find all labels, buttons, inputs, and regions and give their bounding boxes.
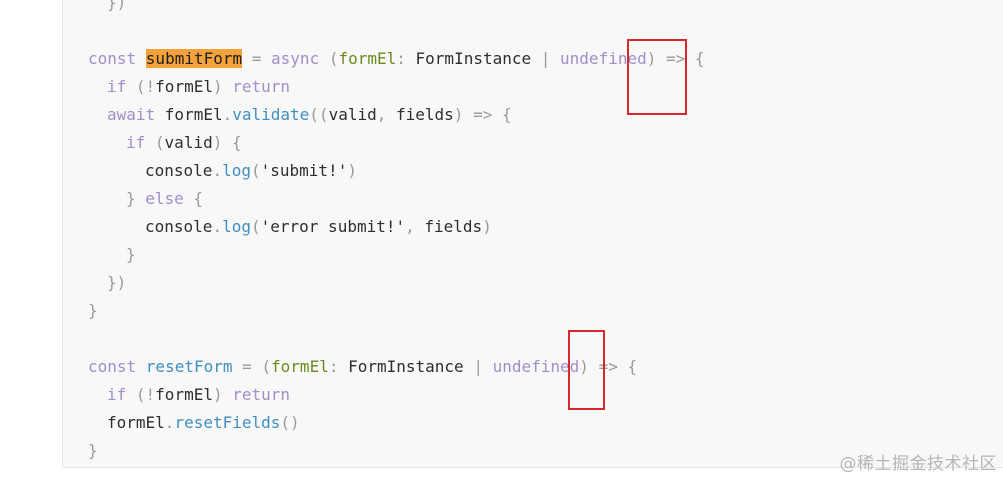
code-token: resetForm [145, 357, 233, 376]
watermark: @稀土掘金技术社区 [839, 454, 997, 474]
code-token: await [107, 105, 165, 124]
code-token: return [232, 77, 291, 96]
code-line: } [88, 241, 705, 269]
code-line: console.log('error submit!', fields) [88, 213, 705, 241]
code-line: }) [88, 269, 705, 297]
code-token: } [126, 189, 146, 208]
code-token: log [222, 217, 251, 236]
code-token: . [164, 413, 175, 432]
code-block: }) const submitForm = async (formEl: For… [62, 0, 1003, 468]
code-line: } [88, 437, 705, 465]
code-line: } [88, 297, 705, 325]
code-token: () [280, 413, 300, 432]
code-line [88, 17, 705, 45]
code-token: const [88, 357, 146, 376]
code-line: const submitForm = async (formEl: FormIn… [88, 45, 705, 73]
code-token: . [212, 161, 223, 180]
code-token: formEl [338, 49, 397, 68]
code-content: }) const submitForm = async (formEl: For… [88, 0, 705, 465]
code-token: if [107, 77, 136, 96]
code-token: }) [107, 0, 127, 12]
code-token: (! [135, 77, 156, 96]
code-token: fields [424, 217, 483, 236]
code-token: if [107, 385, 136, 404]
code-token: ) => { [646, 49, 705, 68]
code-token: }) [107, 273, 127, 292]
code-token: async [271, 49, 329, 68]
code-token: } [88, 441, 98, 460]
code-token: fields [396, 105, 454, 124]
code-token: valid [164, 133, 213, 152]
code-token: = [242, 49, 272, 68]
code-token: resetFields [174, 413, 281, 432]
code-line: formEl.resetFields() [88, 409, 705, 437]
code-token: log [222, 161, 251, 180]
code-token: undefined [560, 49, 647, 68]
code-token: . [222, 105, 233, 124]
code-token: (! [135, 385, 156, 404]
code-token: return [232, 385, 291, 404]
code-token: formEl [271, 357, 329, 376]
code-token: , [376, 105, 396, 124]
code-token: ) [212, 77, 233, 96]
code-token: console [145, 161, 213, 180]
code-token: ( [154, 133, 165, 152]
code-token: ) [482, 217, 492, 236]
code-token: formEl [107, 413, 165, 432]
code-line: if (!formEl) return [88, 381, 705, 409]
code-token: ( [250, 217, 261, 236]
code-token: formEl [155, 385, 213, 404]
code-line: if (valid) { [88, 129, 705, 157]
code-token: 'submit!' [260, 161, 348, 180]
code-token: else [145, 189, 184, 208]
code-token: ( [250, 161, 261, 180]
code-token: ) [347, 161, 357, 180]
code-line: const resetForm = (formEl: FormInstance … [88, 353, 705, 381]
code-token: | [531, 49, 561, 68]
code-token: . [212, 217, 223, 236]
code-token: validate [232, 105, 310, 124]
code-token: : [396, 49, 416, 68]
code-token: undefined [492, 357, 580, 376]
code-token: console [145, 217, 213, 236]
code-token: } [88, 301, 98, 320]
code-token: , [405, 217, 425, 236]
code-token: } [126, 245, 136, 264]
code-token: (( [309, 105, 329, 124]
code-token: formEl [164, 105, 223, 124]
code-line [88, 325, 705, 353]
code-line: if (!formEl) return [88, 73, 705, 101]
code-token: 'error submit!' [260, 217, 406, 236]
code-token: formEl [155, 77, 213, 96]
code-token: FormInstance [348, 357, 464, 376]
code-token: { [183, 189, 204, 208]
code-token: | [463, 357, 493, 376]
code-line: } else { [88, 185, 705, 213]
code-line: }) [88, 0, 705, 17]
code-line: await formEl.validate((valid, fields) =>… [88, 101, 705, 129]
code-token: valid [328, 105, 377, 124]
code-token: ) => { [579, 357, 638, 376]
code-token: const [88, 49, 146, 68]
code-token: = ( [232, 357, 272, 376]
code-token: ) [212, 385, 233, 404]
code-token: ) { [212, 133, 242, 152]
code-token: if [126, 133, 155, 152]
code-token: : [328, 357, 349, 376]
code-token: ) => { [453, 105, 512, 124]
highlighted-token: submitForm [145, 49, 243, 68]
code-token: ( [328, 49, 339, 68]
code-line: console.log('submit!') [88, 157, 705, 185]
code-token: FormInstance [415, 49, 532, 68]
